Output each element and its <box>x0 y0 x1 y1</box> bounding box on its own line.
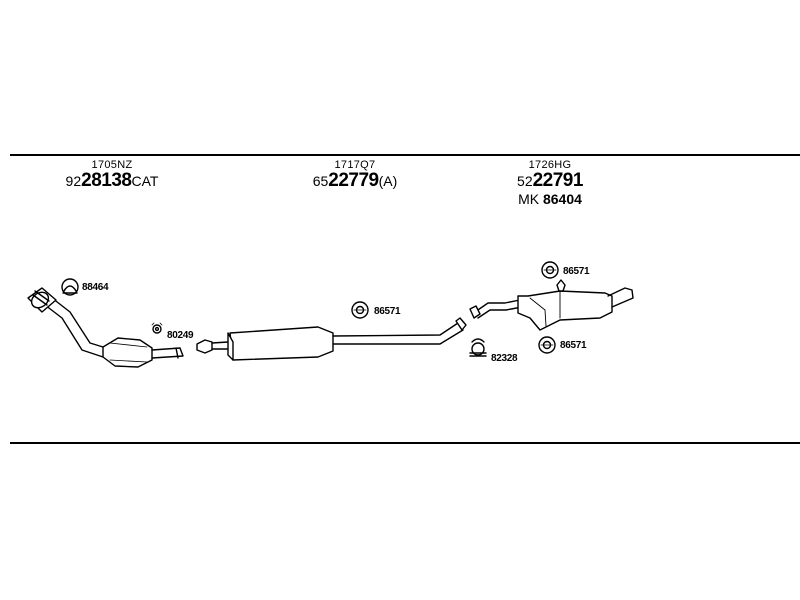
middle-silencer-part-suffix: (A) <box>378 173 398 189</box>
clamp-icon <box>469 338 487 357</box>
top-divider <box>10 154 800 156</box>
front-pipe-code: 1705NZ <box>91 159 133 171</box>
front-pipe-part-number: 9228138CAT <box>62 171 162 191</box>
middle-silencer-part-number: 6522779(A) <box>300 171 410 191</box>
rubber-hanger-icon <box>538 336 556 354</box>
rear-silencer <box>469 279 634 331</box>
section-rear-silencer-labels: 1726HG 5222791 MK 86404 <box>505 159 595 207</box>
gasket-icon <box>151 322 163 334</box>
clamp-icon <box>61 278 79 296</box>
rear-silencer-part-number: 5222791 <box>505 171 595 191</box>
front-pipe-part-main: 28138 <box>81 170 132 191</box>
rubber-hanger-icon <box>541 261 559 279</box>
gasket-callout: 80249 <box>167 330 194 341</box>
mk-number: 86404 <box>542 191 582 207</box>
middle-silencer-part-main: 22779 <box>328 170 379 191</box>
rear-silencer-code: 1726HG <box>528 159 572 171</box>
middle-silencer-part-prefix: 65 <box>312 173 329 189</box>
hanger-rear-bottom-callout: 86571 <box>560 340 587 351</box>
rear-silencer-part-prefix: 52 <box>517 173 533 189</box>
hanger-mid-callout: 86571 <box>374 306 401 317</box>
bottom-divider <box>10 442 800 444</box>
mk-label: MK <box>518 191 540 207</box>
front-pipe-part-prefix: 92 <box>65 173 82 189</box>
clamp-rear-callout: 82328 <box>491 353 518 364</box>
front-pipe-part-suffix: CAT <box>131 173 159 189</box>
middle-silencer-code: 1717Q7 <box>334 159 376 171</box>
section-front-pipe-labels: 1705NZ 9228138CAT <box>62 159 162 191</box>
rubber-hanger-icon <box>351 301 369 319</box>
clamp-front-callout: 88464 <box>82 282 109 293</box>
rear-silencer-mk-kit: MK 86404 <box>505 191 595 207</box>
section-middle-silencer-labels: 1717Q7 6522779(A) <box>300 159 410 191</box>
hanger-rear-top-callout: 86571 <box>563 266 590 277</box>
rear-silencer-part-main: 22791 <box>532 170 584 191</box>
front-pipe-with-catalytic-converter <box>27 287 184 368</box>
middle-silencer-with-pipe <box>196 317 467 361</box>
